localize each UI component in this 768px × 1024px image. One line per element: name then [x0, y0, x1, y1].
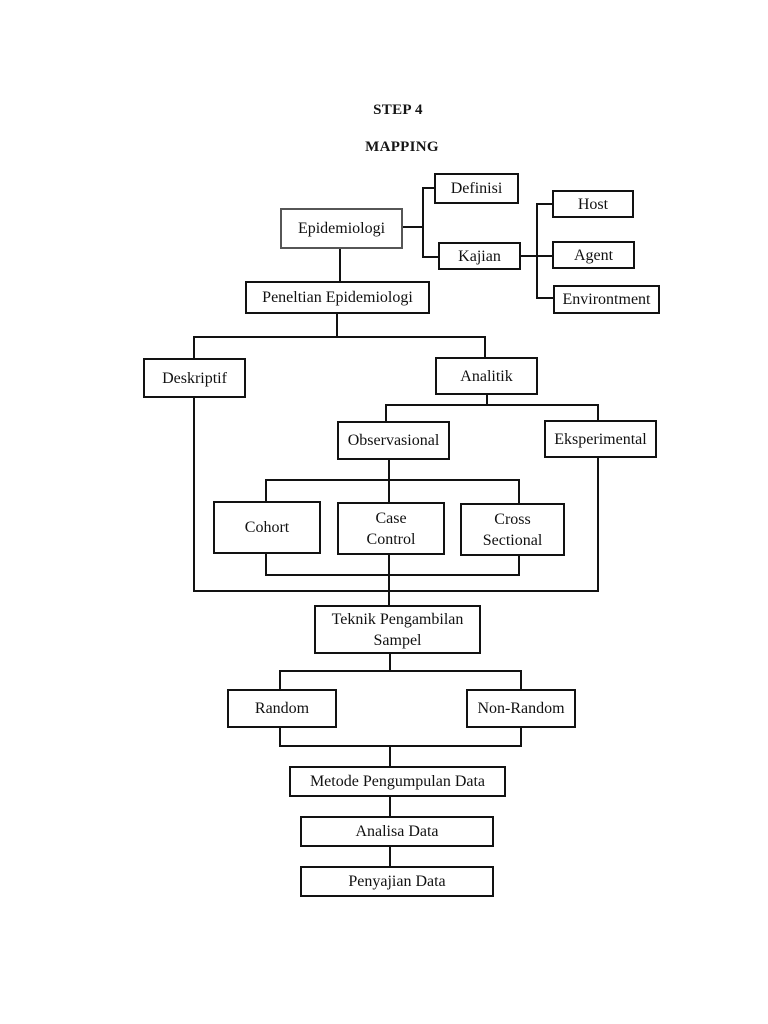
connector-peneltian-down — [336, 314, 338, 338]
node-analisa-data: Analisa Data — [300, 816, 494, 847]
connector-collector — [193, 590, 599, 592]
connector-cross-top — [518, 479, 520, 503]
node-analitik: Analitik — [435, 357, 538, 395]
connector-agent-stub — [538, 255, 552, 257]
connector-non-random-top — [520, 670, 522, 689]
node-environtment: Environtment — [553, 285, 660, 314]
connector-split-random — [279, 670, 522, 672]
connector-observasional-down — [388, 460, 390, 502]
connector-kajian-stub — [424, 256, 438, 258]
node-agent: Agent — [552, 241, 635, 269]
connector-eksperimental-down — [597, 458, 599, 592]
connector-environtment-stub — [538, 297, 553, 299]
connector-cohort-down — [265, 554, 267, 576]
node-definisi: Definisi — [434, 173, 519, 204]
connector-epidemiologi-right — [403, 226, 424, 228]
node-peneltian-epidemiologi: Peneltian Epidemiologi — [245, 281, 430, 314]
connector-analisa-down — [389, 847, 391, 866]
connector-teknik-down — [389, 654, 391, 672]
connector-non-random-down — [520, 728, 522, 747]
connector-bracket-bottom-three — [265, 574, 520, 576]
node-deskriptif: Deskriptif — [143, 358, 246, 398]
connector-metode-top — [389, 745, 391, 766]
connector-host-agent-env-bracket — [536, 203, 538, 299]
node-host: Host — [552, 190, 634, 218]
connector-cross-down — [518, 556, 520, 576]
node-cross-sectional: Cross Sectional — [460, 503, 565, 556]
connector-random-down — [279, 728, 281, 747]
connector-definisi-stub — [424, 187, 434, 189]
connector-merge-random — [279, 745, 522, 747]
connector-random-top — [279, 670, 281, 689]
mapping-title: MAPPING — [365, 139, 439, 155]
node-teknik-pengambilan-sampel: Teknik Pengambilan Sampel — [314, 605, 481, 654]
node-cohort: Cohort — [213, 501, 321, 554]
connector-metode-down — [389, 797, 391, 816]
connector-eksperimental-top — [597, 404, 599, 420]
connector-epidemiologi-peneltian — [339, 249, 341, 281]
node-observasional: Observasional — [337, 421, 450, 460]
node-metode-pengumpulan-data: Metode Pengumpulan Data — [289, 766, 506, 797]
node-eksperimental: Eksperimental — [544, 420, 657, 458]
node-non-random: Non-Random — [466, 689, 576, 728]
connector-bracket-top-three — [265, 479, 520, 481]
connector-observasional-top — [385, 404, 387, 421]
connector-case-control-down — [388, 555, 390, 605]
step-title: STEP 4 — [373, 102, 423, 118]
connector-analitik-top — [484, 336, 486, 357]
connector-definisi-kajian-bracket — [422, 187, 424, 258]
connector-split-obs-eks — [385, 404, 599, 406]
node-case-control: Case Control — [337, 502, 445, 555]
connector-deskriptif-top — [193, 336, 195, 358]
node-penyajian-data: Penyajian Data — [300, 866, 494, 897]
connector-kajian-right — [521, 255, 536, 257]
node-kajian: Kajian — [438, 242, 521, 270]
node-epidemiologi: Epidemiologi — [280, 208, 403, 249]
connector-host-stub — [538, 203, 552, 205]
node-random: Random — [227, 689, 337, 728]
connector-cohort-top — [265, 479, 267, 501]
connector-deskriptif-down — [193, 398, 195, 592]
connector-analitik-down — [486, 395, 488, 406]
connector-split-deskriptif-analitik — [193, 336, 486, 338]
